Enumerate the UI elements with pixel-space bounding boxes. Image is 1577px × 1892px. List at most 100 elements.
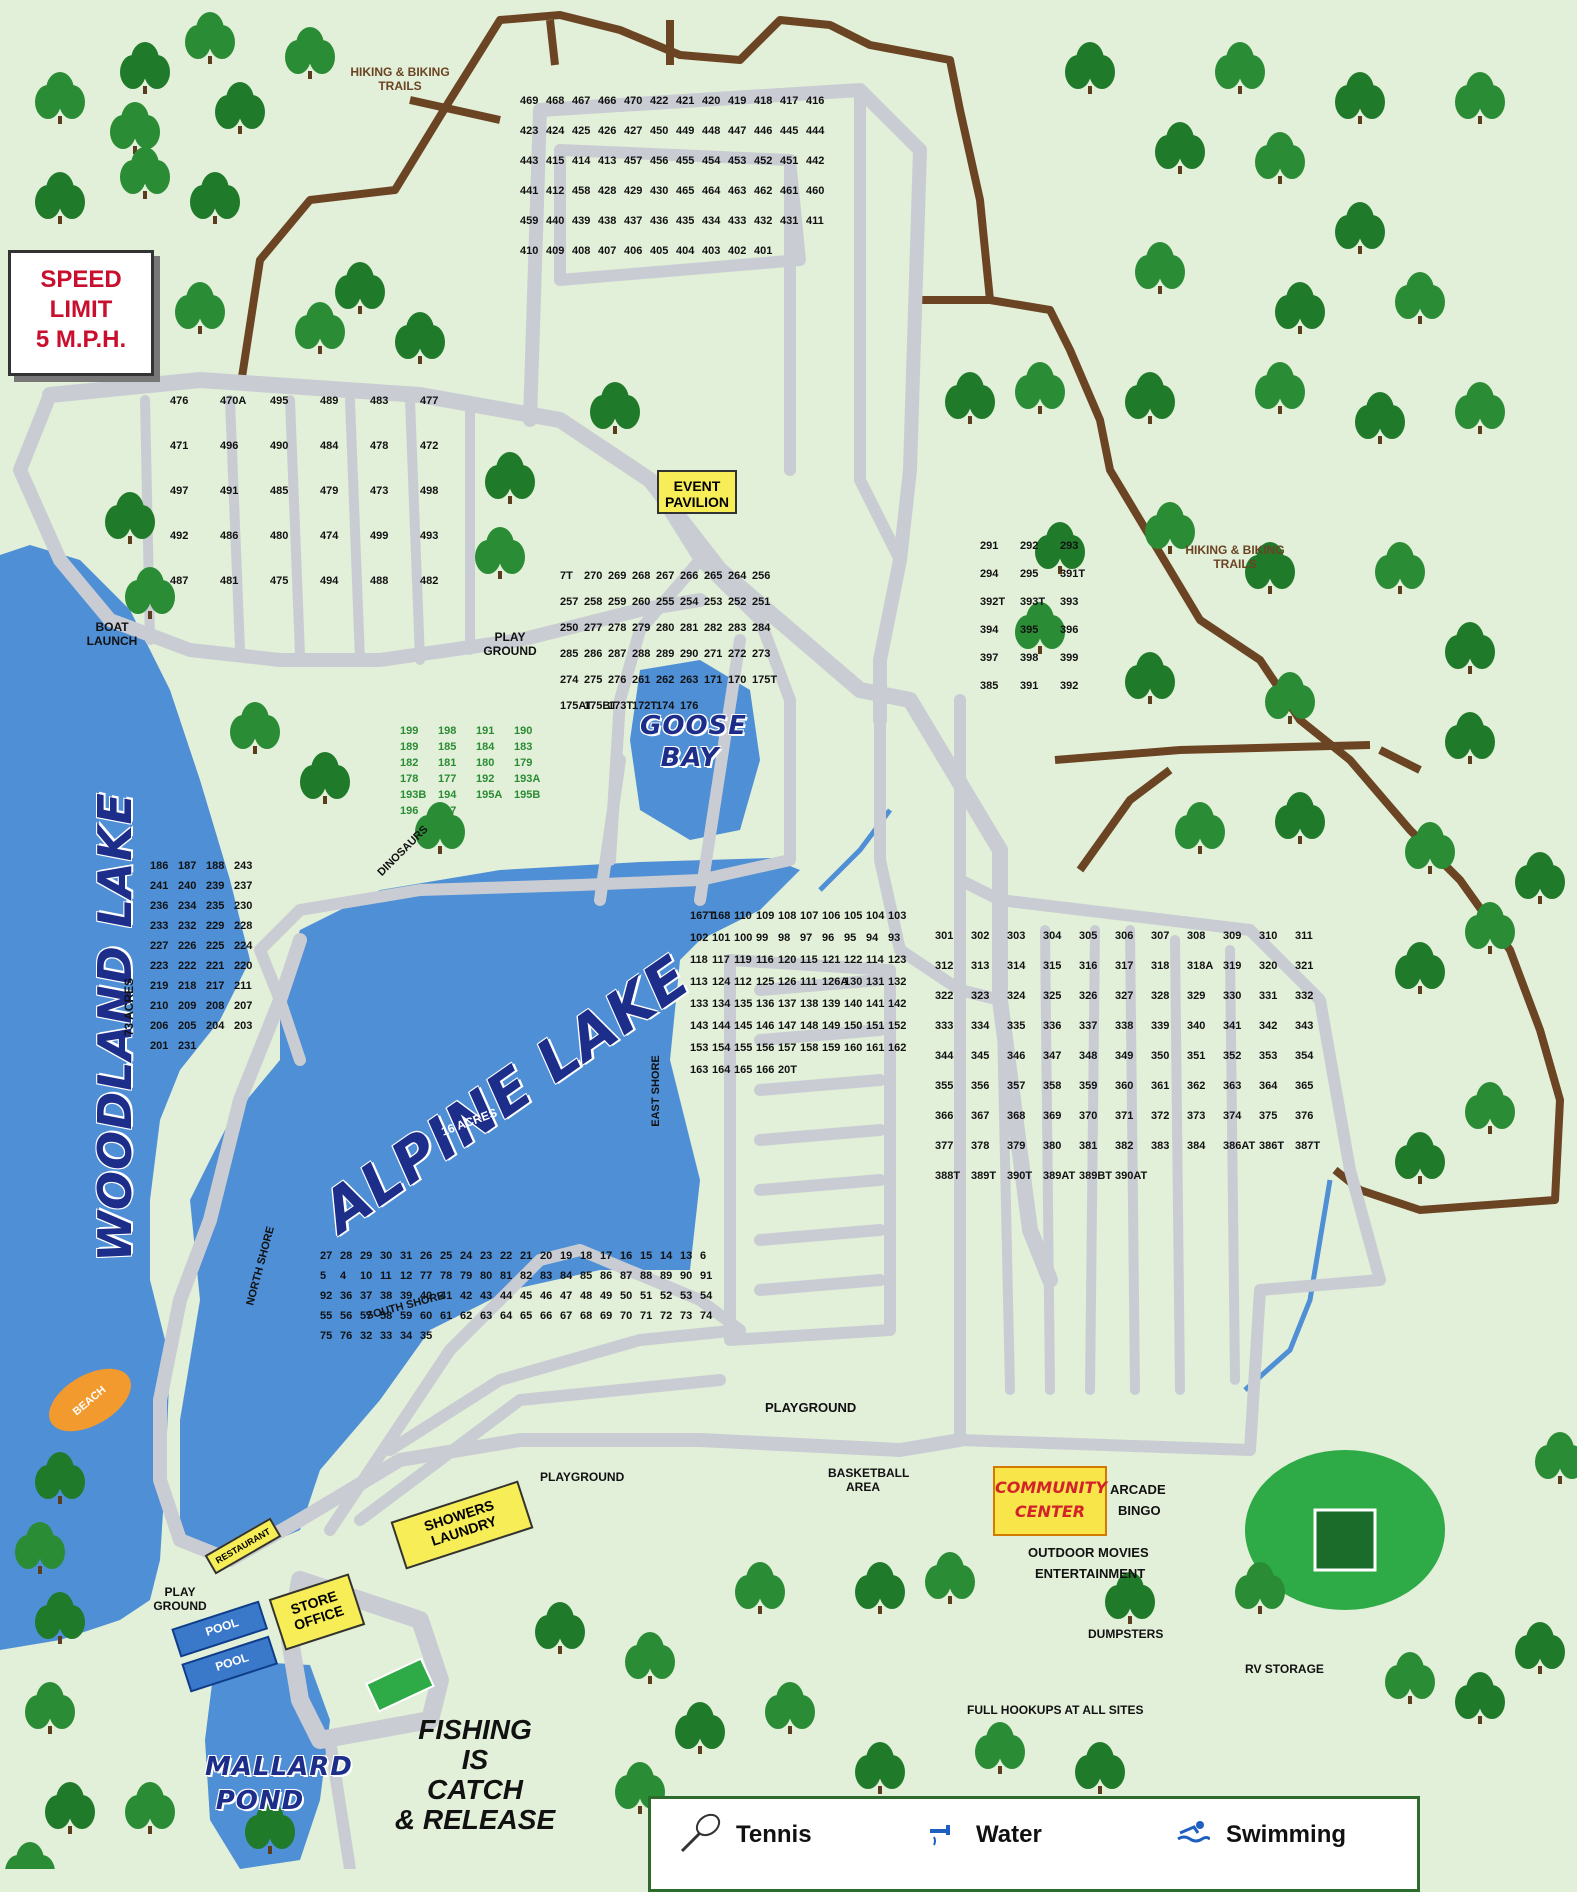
campsite-162[interactable]: 162 xyxy=(888,1042,907,1054)
campsite-445[interactable]: 445 xyxy=(780,125,799,137)
campsite-465[interactable]: 465 xyxy=(676,185,695,197)
campsite-33[interactable]: 33 xyxy=(380,1330,393,1342)
campsite-96[interactable]: 96 xyxy=(822,932,835,944)
campsite-126[interactable]: 126 xyxy=(778,976,797,988)
campsite-329[interactable]: 329 xyxy=(1187,990,1206,1002)
campsite-106[interactable]: 106 xyxy=(822,910,841,922)
campsite-101[interactable]: 101 xyxy=(712,932,731,944)
campsite-287[interactable]: 287 xyxy=(608,648,627,660)
campsite-138[interactable]: 138 xyxy=(800,998,819,1010)
campsite-357[interactable]: 357 xyxy=(1007,1080,1026,1092)
campsite-54[interactable]: 54 xyxy=(700,1290,713,1302)
campsite-143[interactable]: 143 xyxy=(690,1020,709,1032)
campsite-122[interactable]: 122 xyxy=(844,954,863,966)
campsite-475[interactable]: 475 xyxy=(270,575,289,587)
campsite-152[interactable]: 152 xyxy=(888,1020,907,1032)
campsite-59[interactable]: 59 xyxy=(400,1310,413,1322)
campsite-24[interactable]: 24 xyxy=(460,1250,473,1262)
campsite-142[interactable]: 142 xyxy=(888,998,907,1010)
campsite-4[interactable]: 4 xyxy=(340,1270,347,1282)
campsite-201[interactable]: 201 xyxy=(150,1040,169,1052)
campsite-378[interactable]: 378 xyxy=(971,1140,990,1152)
campsite-464[interactable]: 464 xyxy=(702,185,721,197)
campsite-461[interactable]: 461 xyxy=(780,185,799,197)
campsite-389T[interactable]: 389T xyxy=(971,1170,997,1182)
campsite-490[interactable]: 490 xyxy=(270,440,289,452)
campsite-479[interactable]: 479 xyxy=(320,485,339,497)
campsite-391[interactable]: 391 xyxy=(1020,680,1039,692)
campsite-157[interactable]: 157 xyxy=(778,1042,797,1054)
campsite-170[interactable]: 170 xyxy=(728,674,747,686)
campsite-390T[interactable]: 390T xyxy=(1007,1170,1033,1182)
campsite-392T[interactable]: 392T xyxy=(980,596,1006,608)
campsite-285[interactable]: 285 xyxy=(560,648,579,660)
campsite-406[interactable]: 406 xyxy=(624,245,643,257)
campsite-387T[interactable]: 387T xyxy=(1295,1140,1321,1152)
campsite-261[interactable]: 261 xyxy=(632,674,651,686)
campsite-356[interactable]: 356 xyxy=(971,1080,990,1092)
campsite-386AT[interactable]: 386AT xyxy=(1223,1140,1256,1152)
campsite-120[interactable]: 120 xyxy=(778,954,797,966)
campsite-486[interactable]: 486 xyxy=(220,530,239,542)
campsite-39[interactable]: 39 xyxy=(400,1290,413,1302)
campsite-456[interactable]: 456 xyxy=(650,155,669,167)
campsite-341[interactable]: 341 xyxy=(1223,1020,1242,1032)
campsite-84[interactable]: 84 xyxy=(560,1270,573,1282)
campsite-349[interactable]: 349 xyxy=(1115,1050,1134,1062)
campsite-442[interactable]: 442 xyxy=(806,155,825,167)
campsite-147[interactable]: 147 xyxy=(778,1020,797,1032)
campsite-123[interactable]: 123 xyxy=(888,954,907,966)
campsite-175T[interactable]: 175T xyxy=(752,674,778,686)
campsite-478[interactable]: 478 xyxy=(370,440,389,452)
campsite-449[interactable]: 449 xyxy=(676,125,695,137)
campsite-420[interactable]: 420 xyxy=(702,95,721,107)
campsite-211[interactable]: 211 xyxy=(234,980,252,992)
campsite-385[interactable]: 385 xyxy=(980,680,999,692)
campsite-173T[interactable]: 173T xyxy=(608,700,634,712)
campsite-56[interactable]: 56 xyxy=(340,1310,353,1322)
campsite-182[interactable]: 182 xyxy=(400,757,419,769)
campsite-121[interactable]: 121 xyxy=(822,954,841,966)
campsite-462[interactable]: 462 xyxy=(754,185,773,197)
campsite-13[interactable]: 13 xyxy=(680,1250,693,1262)
campsite-252[interactable]: 252 xyxy=(728,596,747,608)
campsite-393[interactable]: 393 xyxy=(1060,596,1079,608)
campsite-401[interactable]: 401 xyxy=(754,245,773,257)
campsite-155[interactable]: 155 xyxy=(734,1042,753,1054)
campsite-271[interactable]: 271 xyxy=(704,648,723,660)
campsite-333[interactable]: 333 xyxy=(935,1020,954,1032)
campsite-440[interactable]: 440 xyxy=(546,215,565,227)
campsite-126A[interactable]: 126A xyxy=(822,976,849,988)
campsite-361[interactable]: 361 xyxy=(1151,1080,1170,1092)
campsite-358[interactable]: 358 xyxy=(1043,1080,1062,1092)
campsite-204[interactable]: 204 xyxy=(206,1020,225,1032)
campsite-29[interactable]: 29 xyxy=(360,1250,373,1262)
campsite-221[interactable]: 221 xyxy=(206,960,225,972)
campsite-90[interactable]: 90 xyxy=(680,1270,693,1282)
campsite-190[interactable]: 190 xyxy=(514,725,533,737)
campsite-98[interactable]: 98 xyxy=(778,932,791,944)
campsite-67[interactable]: 67 xyxy=(560,1310,573,1322)
campsite-435[interactable]: 435 xyxy=(676,215,695,227)
campsite-236[interactable]: 236 xyxy=(150,900,169,912)
campsite-427[interactable]: 427 xyxy=(624,125,643,137)
campsite-457[interactable]: 457 xyxy=(624,155,643,167)
campsite-312[interactable]: 312 xyxy=(935,960,954,972)
campsite-92[interactable]: 92 xyxy=(320,1290,333,1302)
campsite-263[interactable]: 263 xyxy=(680,674,699,686)
campsite-41[interactable]: 41 xyxy=(440,1290,453,1302)
campsite-20T[interactable]: 20T xyxy=(778,1064,797,1076)
campsite-332[interactable]: 332 xyxy=(1295,990,1314,1002)
campsite-35[interactable]: 35 xyxy=(420,1330,433,1342)
campsite-276[interactable]: 276 xyxy=(608,674,627,686)
campsite-21[interactable]: 21 xyxy=(520,1250,533,1262)
campsite-22[interactable]: 22 xyxy=(500,1250,513,1262)
campsite-368[interactable]: 368 xyxy=(1007,1110,1026,1122)
campsite-69[interactable]: 69 xyxy=(600,1310,613,1322)
campsite-258[interactable]: 258 xyxy=(584,596,603,608)
campsite-51[interactable]: 51 xyxy=(640,1290,653,1302)
campsite-463[interactable]: 463 xyxy=(728,185,747,197)
campsite-125[interactable]: 125 xyxy=(756,976,775,988)
campsite-254[interactable]: 254 xyxy=(680,596,699,608)
campsite-80[interactable]: 80 xyxy=(480,1270,493,1282)
